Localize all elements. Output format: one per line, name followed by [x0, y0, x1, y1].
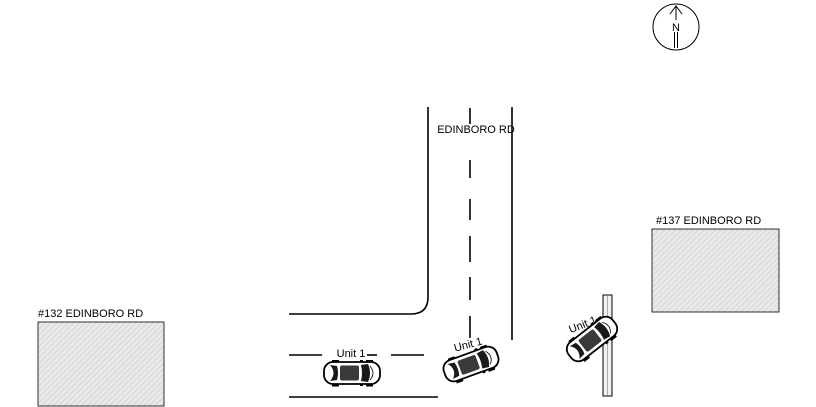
building-137: #137 EDINBORO RD: [651, 215, 780, 313]
building-132: #132 EDINBORO RD: [37, 308, 165, 407]
vehicle-label: Unit 1: [337, 348, 366, 360]
road-name-label: EDINBORO RD: [437, 124, 515, 136]
building-label: #137 EDINBORO RD: [656, 215, 761, 227]
compass-north-label: N: [672, 22, 680, 34]
north-arrow-icon: [669, 5, 683, 48]
vehicle-unit-1: [323, 360, 381, 387]
north-arrow-compass: N: [652, 3, 700, 51]
utility-pole: [602, 294, 613, 397]
vehicles-layer: [323, 315, 619, 387]
vehicle-unit-1: [442, 344, 500, 384]
road-edge-west-curb: [289, 107, 429, 315]
road-lines: [289, 107, 513, 398]
building-label: #132 EDINBORO RD: [38, 308, 143, 320]
vehicle-unit-1: [565, 315, 619, 363]
